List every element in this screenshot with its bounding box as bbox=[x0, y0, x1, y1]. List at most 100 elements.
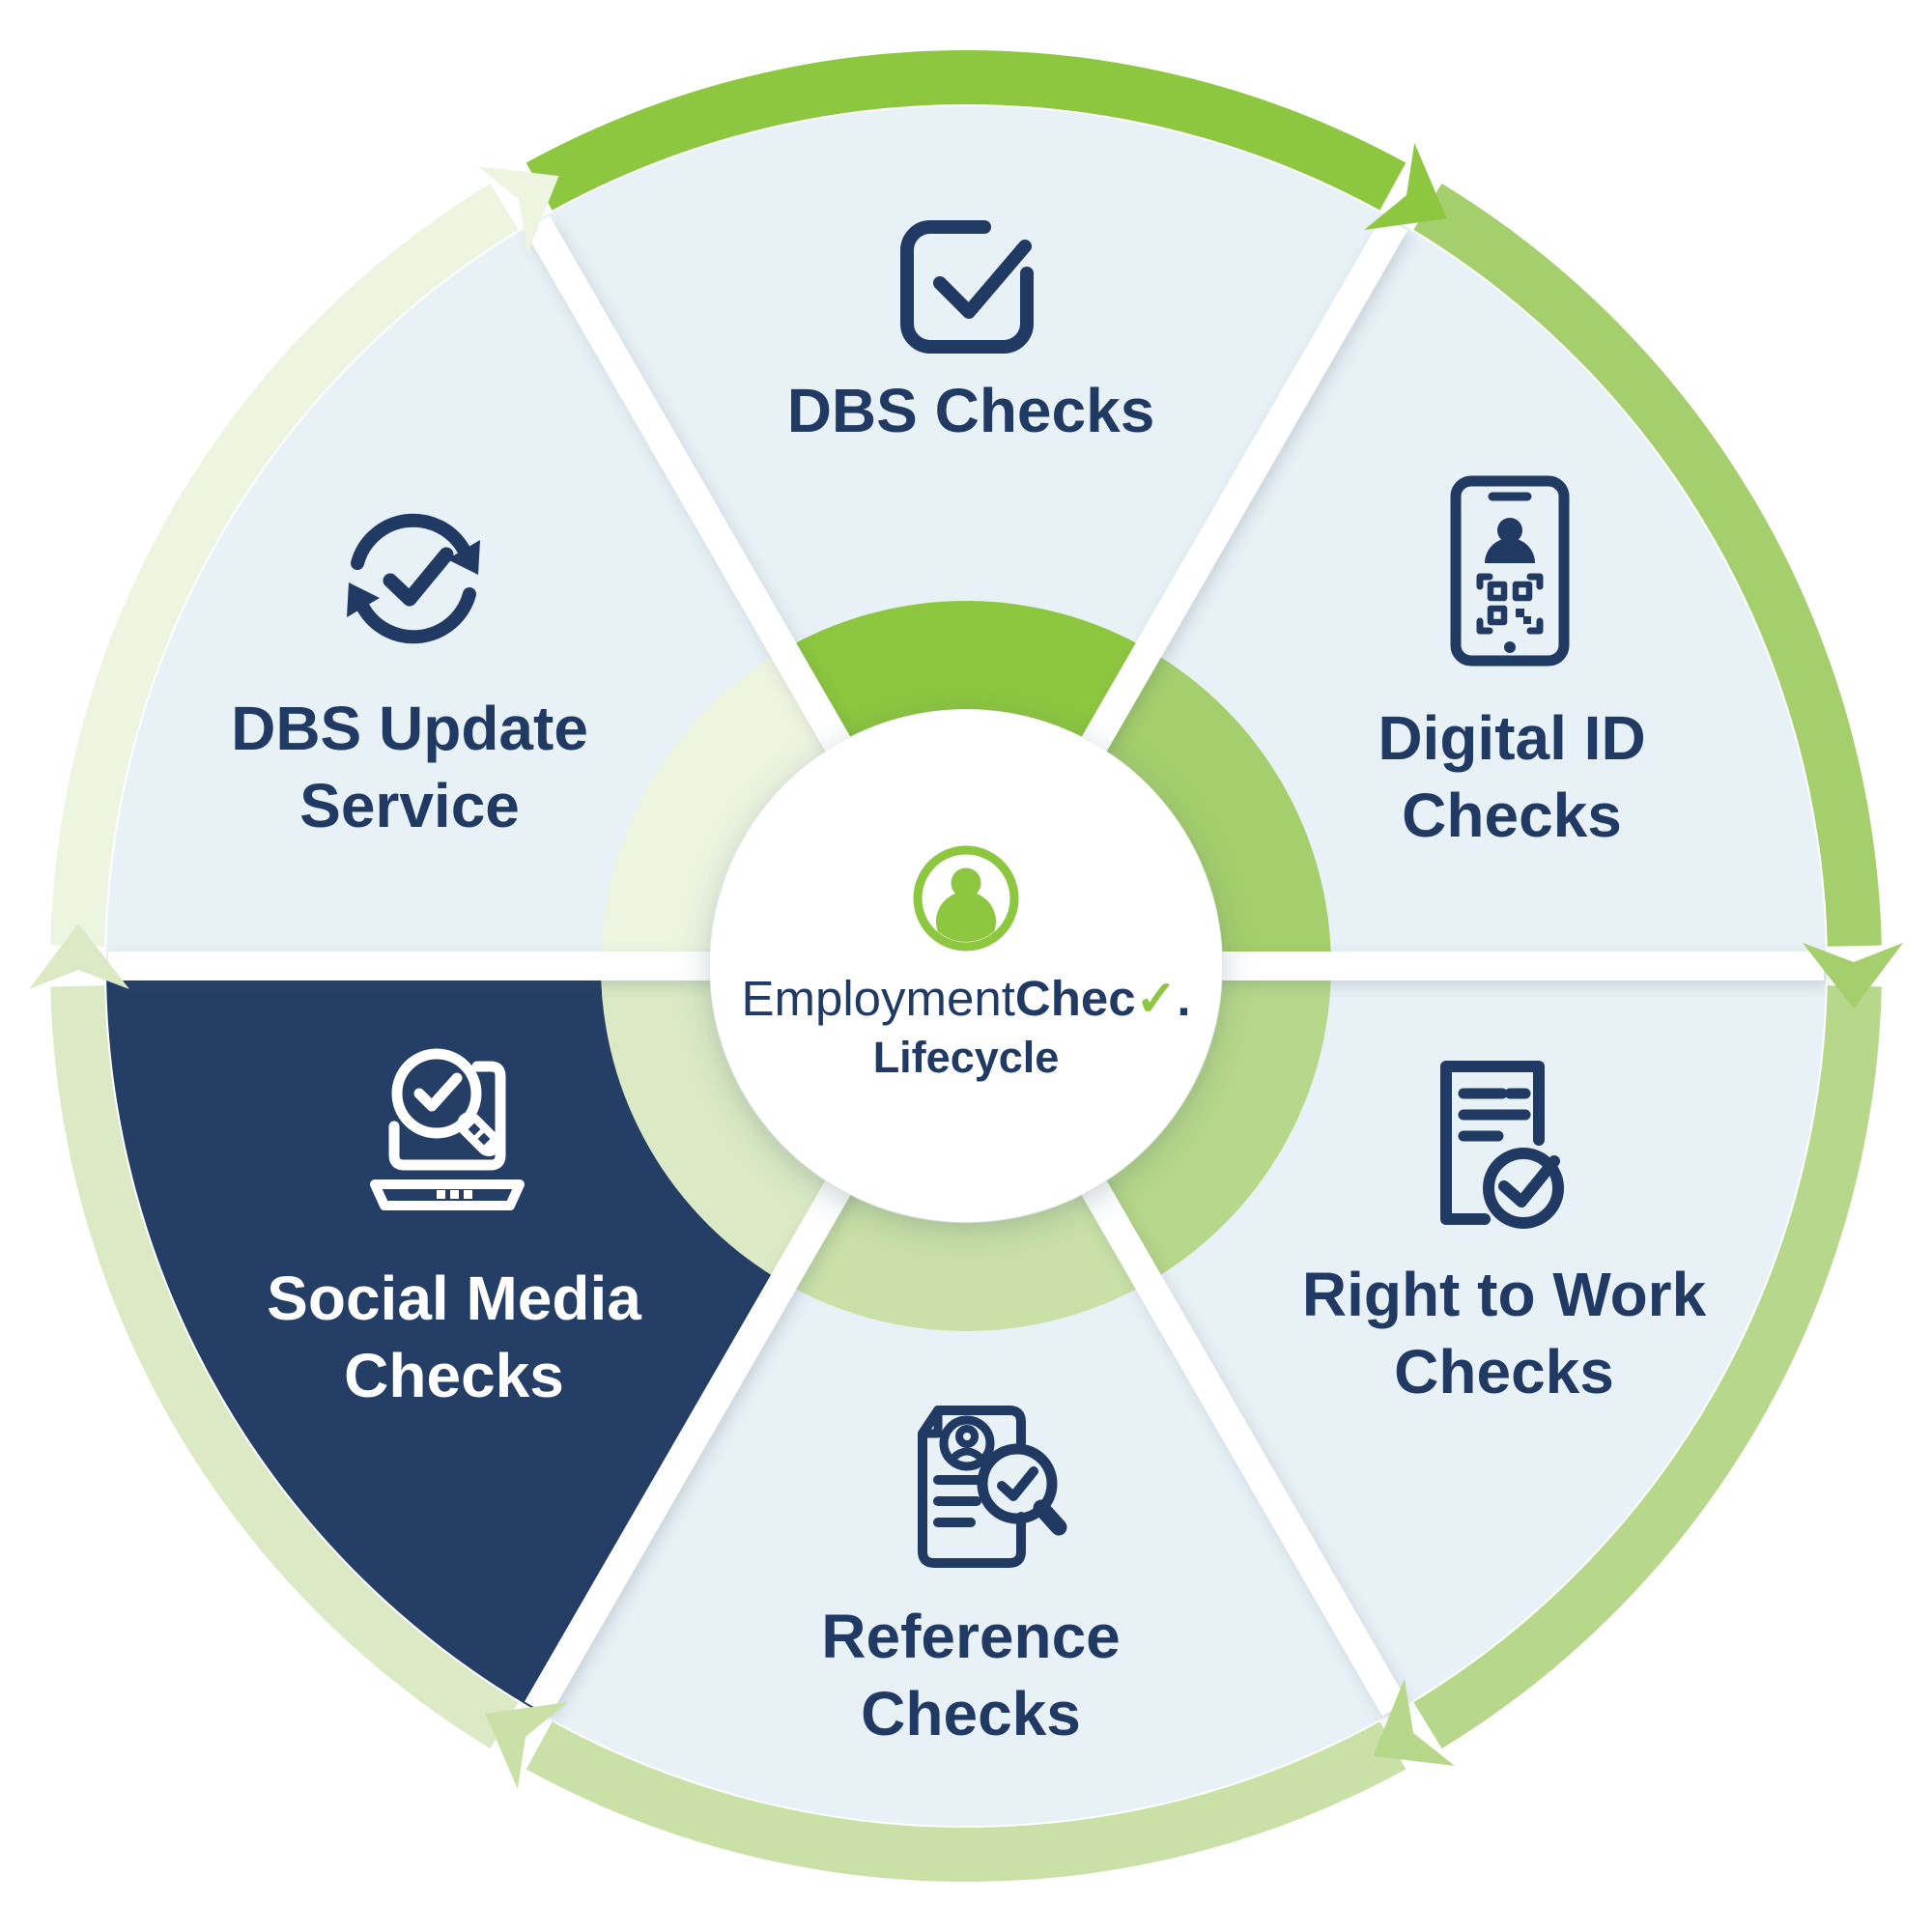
flow-arc-reference-checks bbox=[526, 1721, 1406, 1882]
label-social-media-line1: Social Media bbox=[267, 1264, 641, 1333]
checkbox-check-icon bbox=[900, 220, 1034, 354]
checkbox-outline bbox=[900, 220, 1034, 354]
wedge-dbs-checks bbox=[536, 105, 1396, 650]
cv-lines bbox=[933, 1475, 985, 1527]
label-reference-line2: Checks bbox=[861, 1679, 1081, 1748]
magnifier-handle bbox=[1033, 1499, 1067, 1536]
label-right-to-work-line2: Checks bbox=[1394, 1337, 1614, 1406]
label-social-media-line2: Checks bbox=[344, 1341, 564, 1410]
check-circle bbox=[1483, 1148, 1564, 1229]
laptop-base-dot bbox=[450, 1190, 459, 1199]
magnifier-lens bbox=[391, 1048, 482, 1139]
laptop-screen bbox=[388, 1061, 506, 1171]
flow-arc-dbs-update-service bbox=[50, 184, 519, 947]
qr-dot bbox=[1516, 609, 1524, 617]
wheel-base bbox=[29, 50, 1903, 1882]
flow-arrowhead-dbs-checks bbox=[1364, 143, 1447, 230]
cv-outline bbox=[918, 1406, 1026, 1568]
qr-square bbox=[1487, 605, 1508, 626]
check-mark bbox=[933, 240, 1032, 319]
hub-subtitle: Lifecycle bbox=[873, 1033, 1060, 1082]
flow-arc-right-to-work-checks bbox=[1413, 985, 1882, 1748]
flow-arrowhead-dbs-update-service bbox=[477, 166, 559, 253]
logo-ring bbox=[913, 845, 1019, 952]
person-circle-icon bbox=[913, 845, 1019, 952]
hub: EmploymentChec✓. Lifecycle bbox=[710, 710, 1222, 1222]
wedge-social-media-checks bbox=[105, 966, 783, 1711]
label-right-to-work-line1: Right to Work bbox=[1302, 1260, 1707, 1329]
brand-period: . bbox=[1177, 971, 1190, 1026]
qr-square bbox=[1487, 581, 1508, 602]
divider-line-2 bbox=[1074, 1168, 1407, 1717]
document-lines bbox=[1458, 1088, 1531, 1142]
document-check-icon bbox=[1440, 1061, 1564, 1229]
cv-magnifier-check-icon bbox=[918, 1406, 1067, 1568]
inner-ring-reference-checks bbox=[783, 1188, 1149, 1332]
wedge-right-to-work-checks bbox=[1149, 966, 1826, 1711]
qr-dot bbox=[1523, 616, 1531, 624]
sync-arrowhead bbox=[447, 540, 480, 575]
hub-circle bbox=[710, 710, 1222, 1222]
sync-arc-top bbox=[351, 513, 470, 570]
divider-line-4 bbox=[108, 952, 724, 980]
check-mark bbox=[383, 547, 454, 607]
phone-digital-id-icon bbox=[1450, 475, 1570, 667]
segment-labels: DBS Checks Digital ID Checks Right to Wo… bbox=[231, 376, 1706, 1748]
cv-photo-shoulders bbox=[950, 1447, 984, 1462]
label-dbs-update-line2: Service bbox=[299, 771, 520, 840]
qr-brackets bbox=[1476, 573, 1544, 635]
label-digital-id-line2: Checks bbox=[1402, 781, 1622, 850]
brand-wordmark: EmploymentChec✓. bbox=[741, 971, 1190, 1026]
flow-arc-digital-id-checks bbox=[1413, 184, 1882, 947]
sync-arrowhead bbox=[347, 582, 380, 617]
flow-arrowhead-reference-checks bbox=[485, 1702, 568, 1789]
flow-arc-dbs-checks bbox=[526, 50, 1406, 211]
segment-icons bbox=[347, 220, 1570, 1568]
divider-line-1 bbox=[1208, 952, 1824, 980]
wedge-dbs-update-service bbox=[105, 221, 783, 966]
laptop-base-dot bbox=[437, 1190, 445, 1199]
inner-ring-dbs-checks bbox=[783, 600, 1149, 744]
person-shoulders bbox=[1485, 538, 1535, 563]
inner-ring-right-to-work-checks bbox=[1094, 966, 1331, 1283]
laptop-base bbox=[370, 1179, 525, 1210]
cv-photo-circle bbox=[939, 1415, 995, 1471]
flow-arrowhead-social-media-checks bbox=[29, 923, 129, 989]
brand-regular: Employment bbox=[741, 971, 1014, 1026]
brand-check-icon: ✓ bbox=[1136, 971, 1178, 1026]
flow-arc-social-media-checks bbox=[50, 985, 519, 1748]
inner-ring-digital-id-checks bbox=[1094, 649, 1331, 966]
sync-check-icon bbox=[347, 513, 480, 644]
laptop-base-dot bbox=[464, 1190, 472, 1199]
label-reference-line1: Reference bbox=[821, 1602, 1121, 1671]
inner-ring-dbs-update-service bbox=[601, 649, 838, 966]
sync-arc-bottom bbox=[356, 587, 476, 644]
cv-folded-corner bbox=[918, 1406, 943, 1438]
flow-arrowhead-right-to-work-checks bbox=[1373, 1679, 1455, 1766]
phone-body bbox=[1450, 475, 1570, 667]
check-mark bbox=[413, 1072, 463, 1112]
label-dbs-checks: DBS Checks bbox=[787, 376, 1155, 445]
wedge-reference-checks bbox=[536, 1282, 1396, 1827]
label-digital-id-line1: Digital ID bbox=[1378, 703, 1645, 773]
check-mark bbox=[1498, 1155, 1560, 1208]
label-dbs-update-line1: DBS Update bbox=[231, 694, 588, 763]
logo-shoulders bbox=[936, 892, 996, 942]
brand-bold: Chec bbox=[1015, 971, 1136, 1026]
flow-arrowhead-digital-id-checks bbox=[1803, 943, 1903, 1009]
document-outline bbox=[1440, 1061, 1545, 1225]
logo-head bbox=[951, 867, 981, 898]
cv-photo-head bbox=[955, 1425, 979, 1448]
laptop-magnifier-check-icon bbox=[370, 1048, 525, 1210]
inner-ring-social-media-checks bbox=[601, 966, 838, 1283]
magnifier-lens bbox=[977, 1443, 1058, 1524]
divider-line-0 bbox=[1074, 215, 1407, 764]
person-head bbox=[1497, 518, 1522, 543]
divider-line-5 bbox=[525, 215, 858, 764]
divider-line-3 bbox=[525, 1168, 858, 1717]
wedge-digital-id-checks bbox=[1149, 221, 1826, 966]
qr-square bbox=[1512, 581, 1533, 602]
check-mark bbox=[997, 1466, 1038, 1501]
